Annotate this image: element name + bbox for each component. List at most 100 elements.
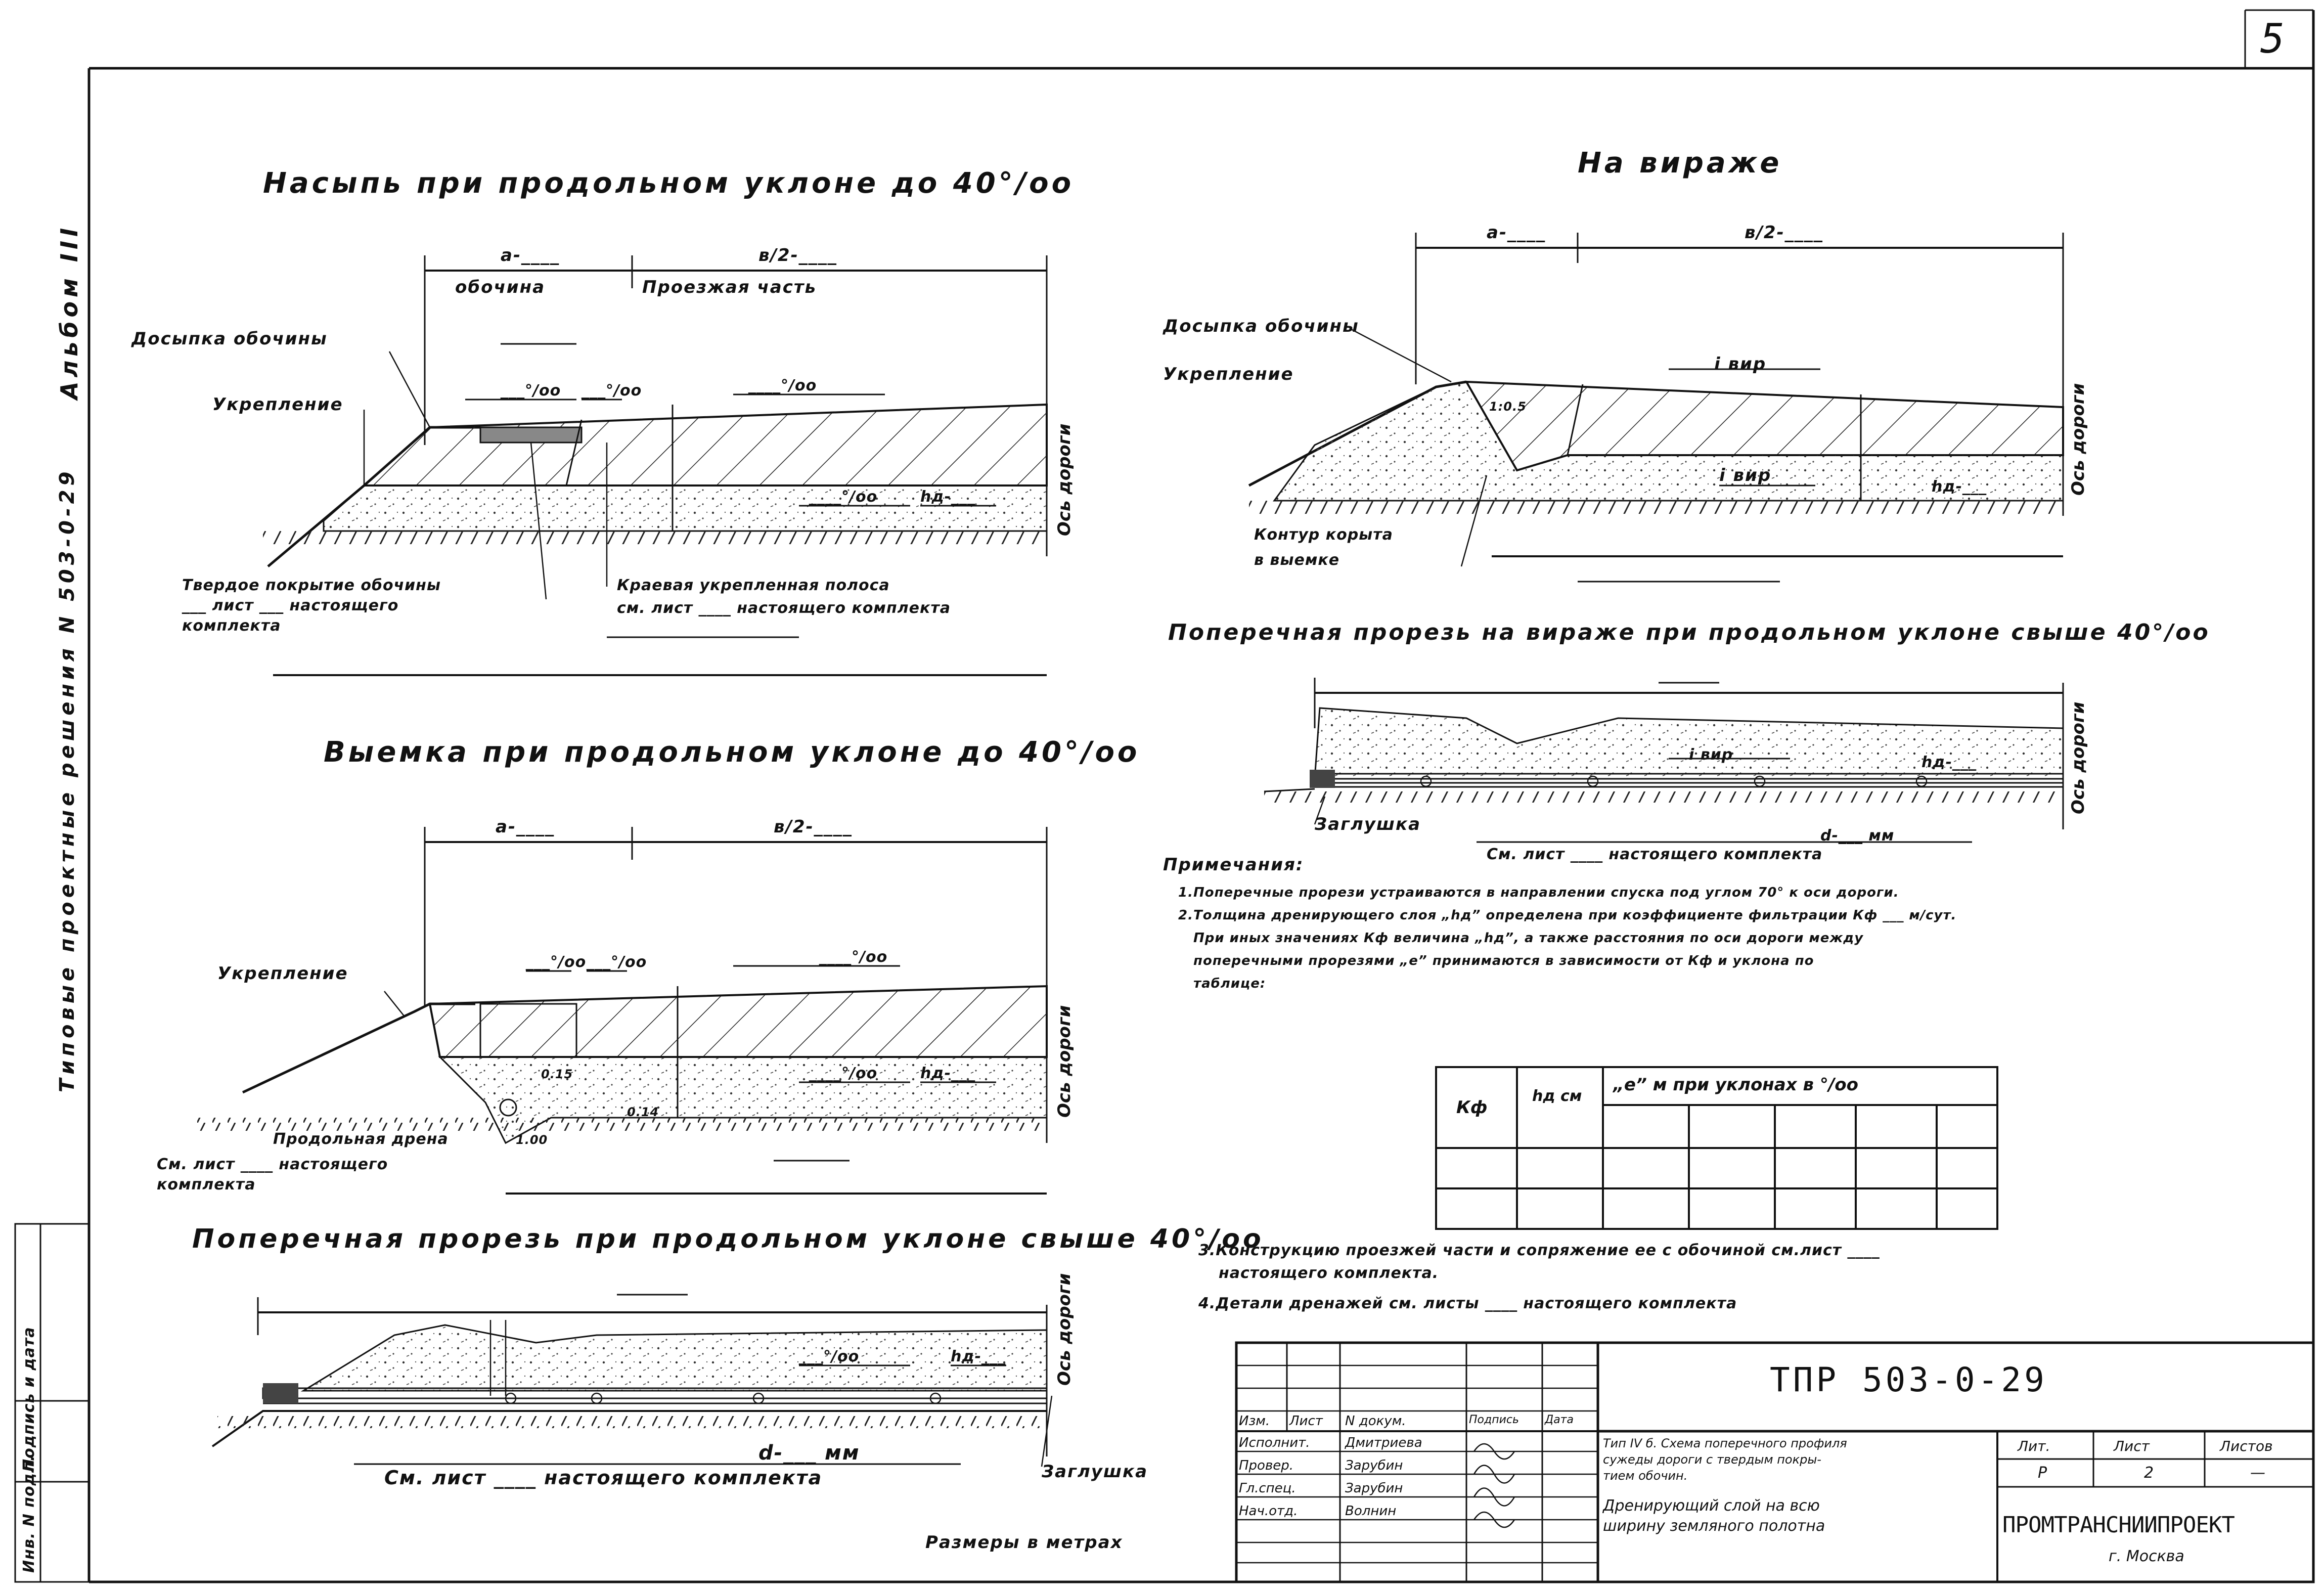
note-line-4: поперечными прорезями „е” принимаются в … [1193,953,1814,968]
curve-cross-hd: hд-___ [1921,754,1977,771]
embankment-edge: Краевая укрепленная полоса [617,577,890,594]
table-header-hd: hд см [1532,1087,1582,1105]
cut-drain-ref2: комплекта [157,1176,256,1194]
organization-name: ПРОМТРАНСНИИПРОЕКТ [2002,1512,2235,1538]
curve-cross-profile [1264,678,2064,843]
tb-sheet-label: Лист [2114,1438,2150,1454]
album-label: Альбом III [56,224,83,400]
tb-col-list: Лист [1289,1414,1323,1429]
curve-dim-a: а-____ [1487,223,1546,243]
cut-dim-100: 1.00 [516,1133,548,1147]
tb-sheets-label: Листов [2220,1438,2273,1454]
cut-permil-4: ____°/оо [809,1065,878,1082]
tb-desc-1: Тип IV б. Схема поперечного профиля [1603,1436,1847,1450]
curve-i-bottom: i вир [1719,465,1772,485]
curve-title: На вираже [1578,147,1782,180]
cross-cut-plug: Заглушка [1042,1462,1148,1482]
page-number: 5 [2260,15,2285,62]
tb-col-date: Дата [1545,1414,1574,1426]
left-strip-sign: Подпись и дата [20,1327,38,1472]
embankment-fill: Досыпка обочины [131,329,328,349]
tb-lit-label: Лит. [2018,1438,2050,1454]
cut-permil-3: ____°/оо [819,948,888,966]
embankment-edge-ref: см. лист ____ настоящего комплекта [617,599,951,617]
cut-drain-ref: См. лист ____ настоящего [157,1156,388,1173]
embankment-hard-ref: ___ лист ___ настоящего [182,597,399,614]
note-line-2: 2.Толщина дренирующего слоя „hд” определ… [1178,908,1957,923]
tb-desc-2: сужеды дороги с твердым покры- [1603,1452,1821,1467]
cut-title: Выемка при продольном уклоне до 40°/оо [324,736,1140,769]
curve-fill: Досыпка обочины [1163,316,1359,336]
curve-dim-b: в/2-____ [1745,223,1823,243]
embankment-title: Насыпь при продольном уклоне до 40°/оо [263,167,1075,200]
note-line-5: таблице: [1193,976,1266,991]
typical-label: Типовые проектные решения N 503-0-29 [56,467,79,1092]
scale-note: Размеры в метрах [925,1532,1123,1553]
cross-cut-title: Поперечная прорезь при продольном уклоне… [192,1224,1264,1254]
tb-sheets-value: — [2250,1464,2265,1482]
curve-strength: Укрепление [1163,364,1294,384]
tb-name-3: Зарубин [1345,1481,1403,1496]
curve-hd: hд-___ [1932,478,1987,496]
cross-cut-ref: См. лист ____ настоящего комплекта [384,1467,823,1489]
tb-name-2: Зарубин [1345,1458,1403,1473]
embankment-shoulder: обочина [455,277,546,297]
embankment-permil-1: ___°/оо [501,382,561,400]
cross-cut-permil: ___°/оо [799,1348,860,1365]
cut-dim-015: 0.15 [541,1067,573,1081]
tb-role-4: Нач.отд. [1239,1504,1298,1519]
cross-cut-axis: Ось дороги [1054,1273,1075,1386]
tb-lit-value: Р [2038,1464,2047,1482]
curve-cross-axis: Ось дороги [2068,701,2088,815]
curve-cross-ref: См. лист ____ настоящего комплекта [1487,846,1823,863]
note-line-1: 1.Поперечные прорези устраиваются в напр… [1178,885,1899,900]
embankment-dim-b: в/2-____ [758,245,837,266]
tb-name-1: Дмитриева [1345,1435,1422,1450]
embankment-strength: Укрепление [212,394,343,415]
embankment-permil-3: ____°/оо [748,377,817,394]
embankment-carriageway: Проезжая часть [642,277,817,297]
cut-permil-1: ___°/оо [526,953,587,971]
note-line-8: 4.Детали дренажей см. листы ____ настоящ… [1198,1295,1737,1312]
title-block-frame [1235,1341,2315,1583]
tb-name-4: Волнин [1345,1504,1397,1519]
cut-drain: Продольная дрена [273,1130,449,1148]
curve-slope: 1:0.5 [1489,400,1527,414]
tb-desc-5: ширину земляного полотна [1603,1517,1825,1535]
cross-cut-hd: hд-___ [951,1348,1006,1365]
note-line-6: 3.Конструкцию проезжей части и сопряжени… [1198,1242,1880,1259]
curve-i-top: i вир [1714,354,1767,374]
cut-axis: Ось дороги [1054,1005,1075,1118]
curve-contour2: в выемке [1254,551,1340,569]
curve-cross-d: d-___ мм [1820,827,1895,845]
embankment-axis: Ось дороги [1054,423,1075,537]
coefficient-table [1435,1066,1998,1230]
embankment-profile [263,255,1048,676]
curve-profile [1248,233,2064,583]
embankment-dim-a: а-____ [501,245,560,266]
left-strip-inv: Инв. N подл. [20,1454,38,1573]
cut-strength: Укрепление [217,963,348,984]
cut-profile [192,827,1048,1195]
cross-cut-d: d-___ мм [758,1441,860,1465]
cut-dim-a: а-____ [496,817,555,837]
embankment-hard-ref2: комплекта [182,617,281,635]
tb-col-sign: Подпись [1469,1414,1519,1426]
embankment-permil-4: ____°/оо [809,488,878,506]
tb-col-izm: Изм. [1239,1414,1270,1429]
curve-axis: Ось дороги [2068,383,2088,496]
curve-cross-i: i вир [1689,746,1733,764]
tb-desc-4: Дренирующий слой на всю [1603,1497,1820,1515]
cut-dim-014: 0.14 [627,1105,659,1119]
tb-role-1: Исполнит. [1239,1435,1310,1450]
table-header-kf: Кф [1456,1097,1488,1118]
embankment-permil-2: ___°/оо [582,382,642,400]
tb-desc-3: тием обочин. [1603,1469,1688,1483]
tb-role-2: Провер. [1239,1458,1294,1473]
cut-hd: hд-___ [920,1065,976,1082]
curve-cross-title: Поперечная прорезь на вираже при продоль… [1168,620,2210,645]
embankment-hard-cover: Твердое покрытие обочины [182,577,441,594]
cut-dim-b: в/2-____ [774,817,853,837]
cut-permil-2: ___°/оо [587,953,647,971]
